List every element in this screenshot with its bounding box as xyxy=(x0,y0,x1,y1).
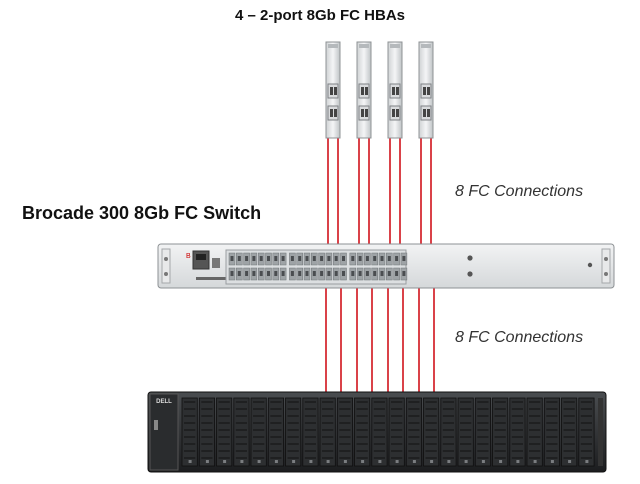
drive-bay xyxy=(216,397,233,467)
hba-card xyxy=(418,41,434,139)
drive-bay xyxy=(250,397,267,467)
drive-bay xyxy=(233,397,250,467)
drive-bay xyxy=(457,397,474,467)
hba-card xyxy=(325,41,341,139)
drive-bay xyxy=(474,397,491,467)
hba-card xyxy=(387,41,403,139)
drive-bay xyxy=(319,397,336,467)
upper-connections-label: 8 FC Connections xyxy=(455,183,584,200)
drive-bay xyxy=(423,397,440,467)
lower-connections-label: 8 FC Connections xyxy=(455,329,584,346)
svg-text:B: B xyxy=(186,253,191,260)
dell-logo: DELL xyxy=(156,399,172,405)
drive-bay xyxy=(388,397,405,467)
drive-bay xyxy=(181,397,198,467)
switch-port-bank xyxy=(228,252,408,281)
drive-bay xyxy=(198,397,216,467)
switch-label: Brocade 300 8Gb FC Switch xyxy=(22,203,262,223)
drive-bay xyxy=(267,397,284,467)
drive-bay xyxy=(405,397,422,467)
drive-bay xyxy=(526,397,543,467)
drive-bay xyxy=(440,397,457,467)
drive-bay xyxy=(336,397,353,467)
drive-bay xyxy=(285,397,302,467)
drive-bay xyxy=(371,397,388,467)
fc-switch: B xyxy=(157,243,615,289)
drive-bay xyxy=(543,397,560,467)
drive-bay xyxy=(354,397,371,467)
upper-fc-cables xyxy=(327,138,432,250)
drive-bays xyxy=(181,397,595,467)
lower-fc-cables xyxy=(325,284,435,396)
hba-cards xyxy=(325,41,434,139)
storage-array: DELL xyxy=(147,391,607,473)
drive-bay xyxy=(509,397,526,467)
drive-bay xyxy=(302,397,319,467)
hba-card xyxy=(356,41,372,139)
drive-bay xyxy=(561,397,578,467)
hba-title: 4 – 2-port 8Gb FC HBAs xyxy=(234,7,406,24)
drive-bay xyxy=(492,397,509,467)
drive-bay xyxy=(578,397,595,467)
